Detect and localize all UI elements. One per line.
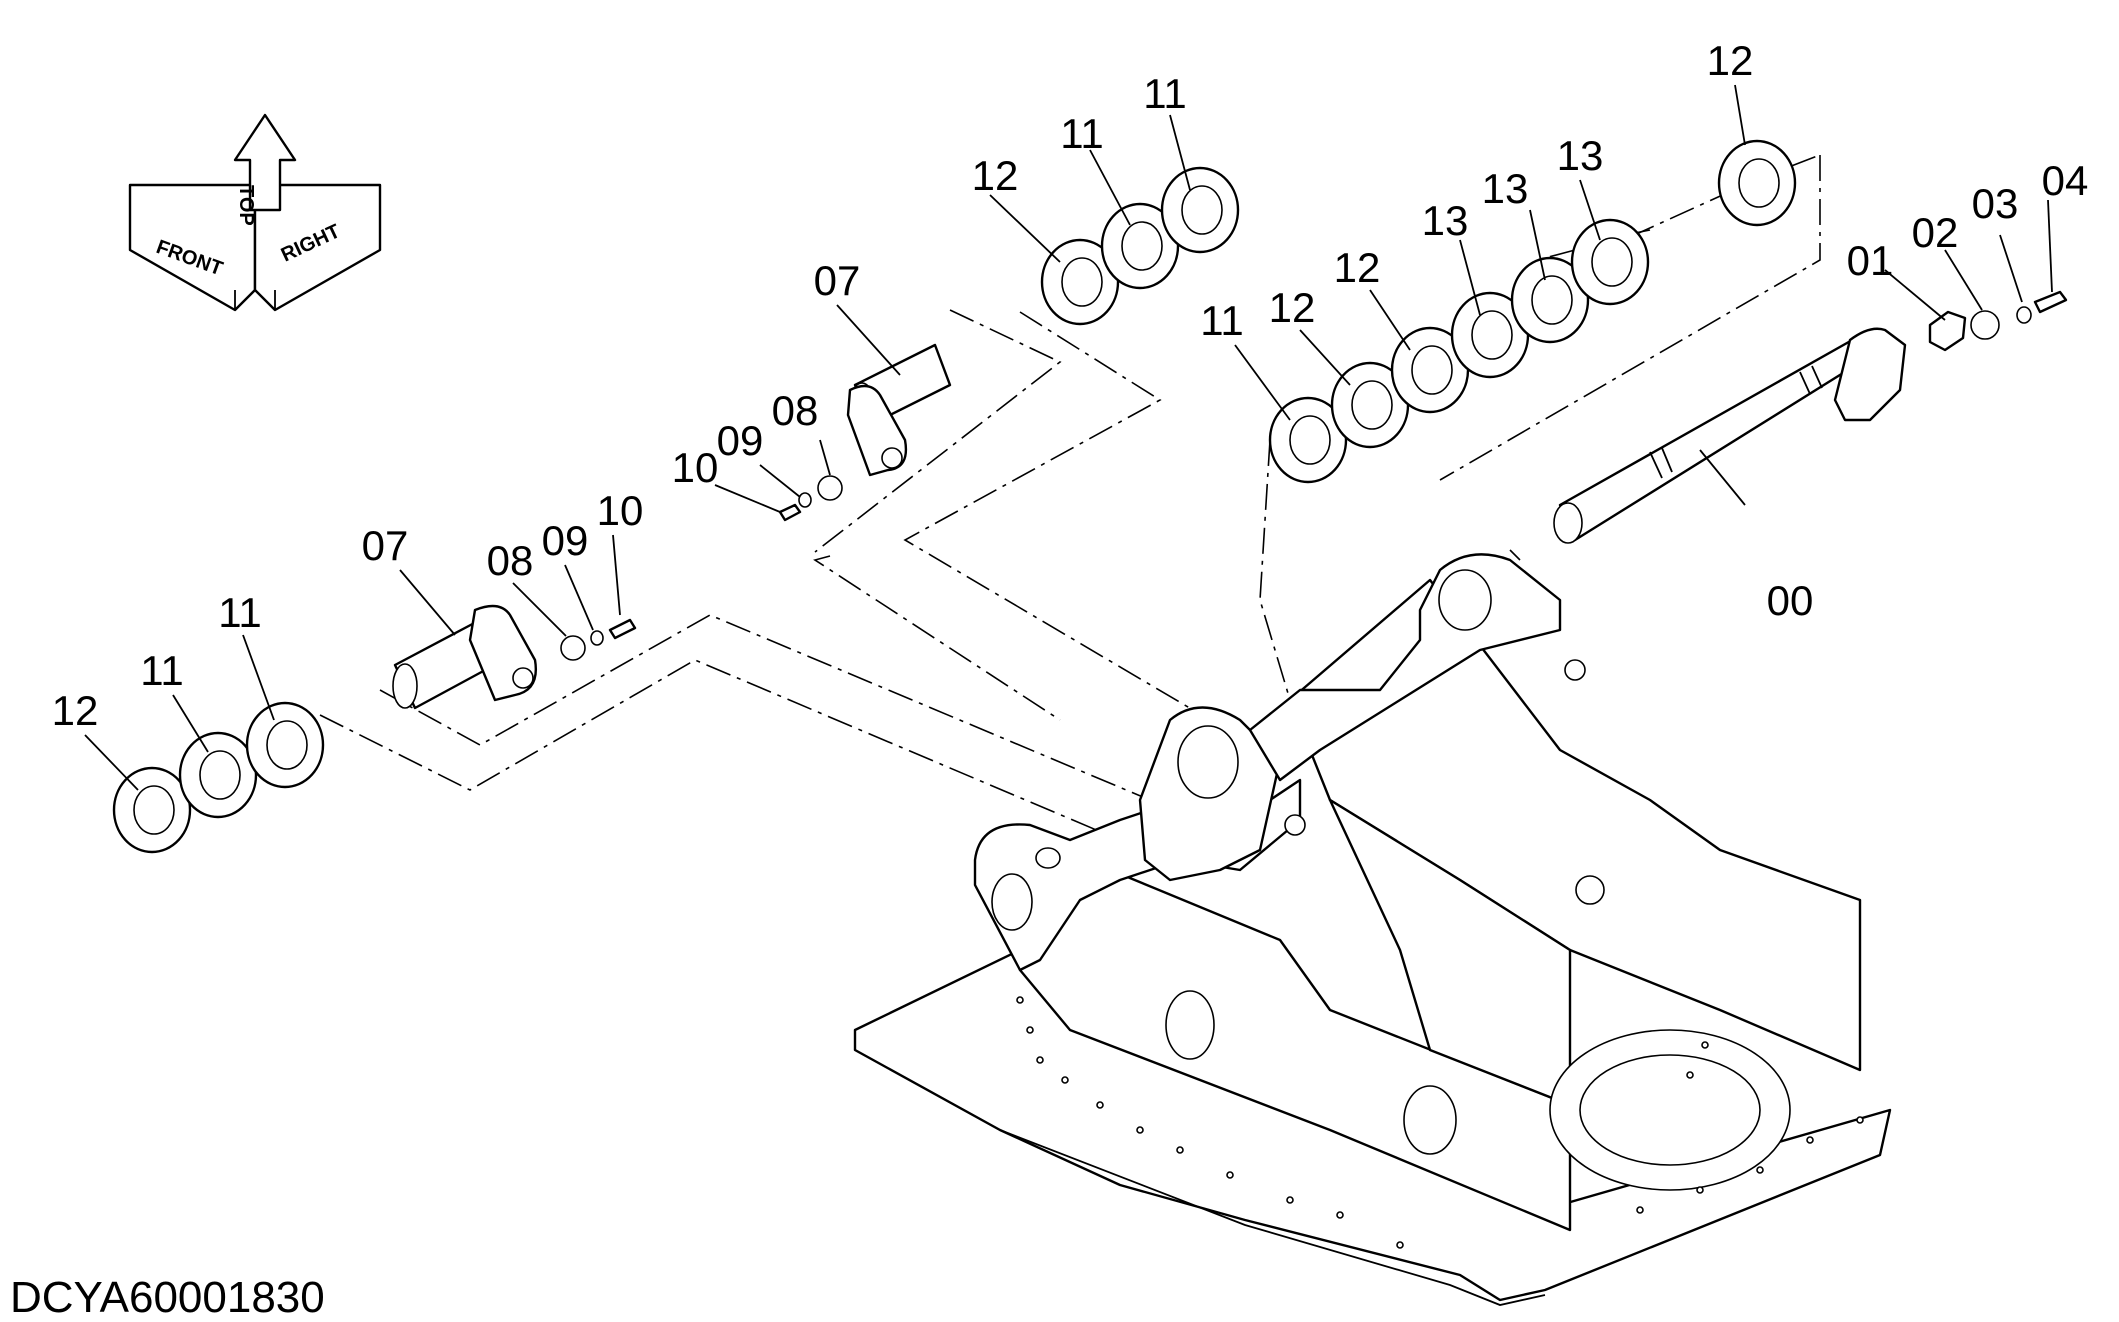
callout-02: 02 [1912, 209, 1959, 256]
center-boss-hole [1177, 725, 1239, 799]
upper-arm-hole [1438, 569, 1492, 631]
callout-13: 13 [1422, 197, 1469, 244]
callout-12: 12 [1707, 37, 1754, 84]
callout-00: 00 [1767, 577, 1814, 624]
callout-12: 12 [1269, 284, 1316, 331]
washer-09-left [590, 630, 604, 646]
washer-08-upper [817, 475, 843, 501]
washer-08-left [560, 635, 586, 661]
callout-11: 11 [218, 589, 262, 636]
callout-12: 12 [1334, 244, 1381, 291]
callout-01: 01 [1847, 237, 1894, 284]
callout-08: 08 [487, 537, 534, 584]
callout-11: 11 [1143, 70, 1187, 117]
plate-bolt-holes [1016, 996, 1864, 1249]
shim-group-right [1268, 139, 1797, 484]
callout-09: 09 [717, 417, 764, 464]
callout-07: 07 [814, 257, 861, 304]
upper-pin-assembly [778, 343, 952, 522]
nut-01 [1928, 310, 1967, 352]
washer-03 [2016, 306, 2032, 324]
callout-11: 11 [1060, 110, 1104, 157]
main-pin-assembly [1553, 290, 2068, 544]
bolt-04 [2033, 290, 2068, 314]
callout-13: 13 [1557, 132, 1604, 179]
document-id: DCYA60001830 [10, 1273, 325, 1322]
callout-labels: 12 11 11 07 08 09 10 07 08 09 10 12 11 1… [52, 37, 2089, 734]
assembly-lines [319, 154, 1821, 841]
side-slot-2 [1403, 1085, 1457, 1155]
leader-lines [84, 84, 2053, 791]
callout-08: 08 [772, 387, 819, 434]
callout-04: 04 [2042, 157, 2089, 204]
main-pin-flange [1833, 327, 1907, 422]
shim-group-left [112, 701, 325, 854]
side-slot-1 [1165, 990, 1215, 1060]
callout-12: 12 [972, 152, 1019, 199]
washer-02 [1970, 310, 2000, 340]
lug-hole-left [991, 873, 1033, 931]
callout-12: 12 [52, 687, 99, 734]
callout-11: 11 [140, 647, 184, 694]
callout-03: 03 [1972, 180, 2019, 227]
orientation-icon: FRONT TOP RIGHT [128, 113, 382, 312]
left-pin-assembly [392, 604, 637, 710]
callout-09: 09 [542, 517, 589, 564]
callout-10: 10 [597, 487, 644, 534]
callout-13: 13 [1482, 165, 1529, 212]
callout-11: 11 [1200, 297, 1244, 344]
callout-07: 07 [362, 522, 409, 569]
washer-09-upper [798, 492, 812, 508]
orientation-top-label: TOP [235, 185, 257, 226]
main-pin-end [1553, 502, 1583, 544]
shim-group-upper [1040, 166, 1240, 326]
bolt-10-upper [778, 503, 802, 522]
callout-10: 10 [672, 444, 719, 491]
base-frame [853, 553, 1892, 1306]
bolt-10-left [608, 618, 637, 640]
